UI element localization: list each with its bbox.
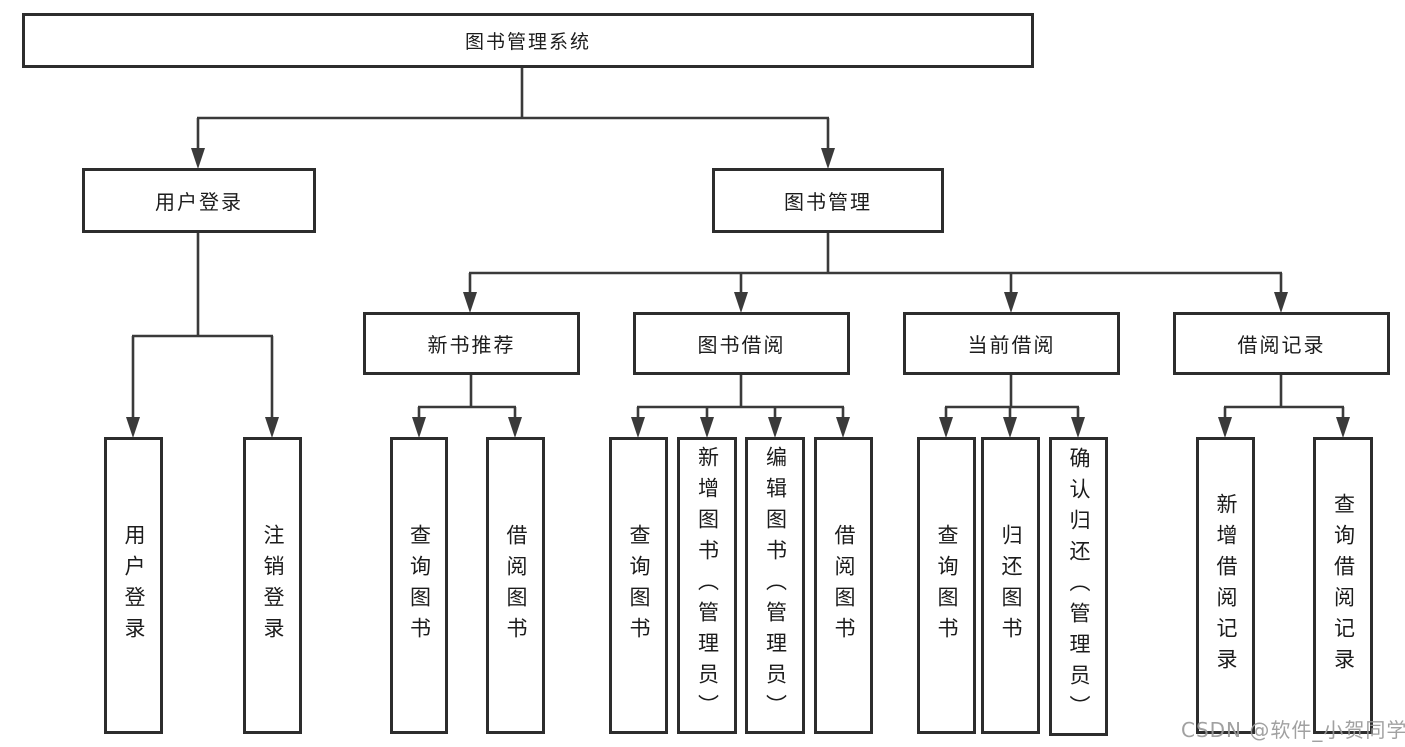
node-leaf-query-books-1: 查询图书 [390, 437, 448, 734]
node-leaf-user-login: 用户登录 [104, 437, 163, 734]
csdn-watermark: CSDN @软件_小贺同学 [1181, 718, 1405, 742]
node-label: 确认归还（管理员） [1067, 447, 1091, 726]
node-label: 新增图书（管理员） [695, 446, 720, 725]
node-label: 图书管理系统 [464, 31, 591, 53]
node-leaf-query-books-2: 查询图书 [609, 437, 668, 734]
node-leaf-query-books-3: 查询图书 [917, 437, 976, 734]
node-leaf-logout: 注销登录 [243, 437, 302, 734]
node-current-borrow: 当前借阅 [903, 312, 1120, 375]
node-book-management: 图书管理 [712, 168, 944, 233]
node-leaf-query-borrow-record: 查询借阅记录 [1313, 437, 1373, 734]
node-leaf-borrow-books-1: 借阅图书 [486, 437, 545, 734]
node-borrow-record: 借阅记录 [1173, 312, 1390, 375]
node-label: 借阅图书 [504, 523, 528, 648]
node-leaf-add-books-admin: 新增图书（管理员） [677, 437, 737, 734]
node-label: 用户登录 [122, 523, 146, 648]
node-library-system: 图书管理系统 [22, 13, 1034, 68]
node-label: 归还图书 [999, 523, 1023, 648]
node-label: 图书借阅 [697, 333, 786, 357]
node-label: 借阅图书 [832, 523, 856, 648]
node-label: 新书推荐 [427, 333, 516, 357]
node-leaf-return-books: 归还图书 [981, 437, 1040, 734]
node-leaf-add-borrow-record: 新增借阅记录 [1196, 437, 1255, 734]
node-label: 用户登录 [155, 190, 243, 214]
node-label: 借阅记录 [1237, 333, 1326, 357]
node-new-book-recommend: 新书推荐 [363, 312, 580, 375]
node-label: 图书管理 [784, 190, 872, 214]
node-label: 查询借阅记录 [1331, 492, 1356, 679]
node-label: 查询图书 [627, 523, 651, 648]
node-label: 查询图书 [407, 523, 432, 648]
node-label: 新增借阅记录 [1214, 492, 1238, 679]
arrowheads [126, 148, 1350, 438]
node-leaf-borrow-books-2: 借阅图书 [814, 437, 873, 734]
node-label: 当前借阅 [967, 333, 1056, 357]
node-leaf-edit-books-admin: 编辑图书（管理员） [745, 437, 805, 734]
node-label: 查询图书 [935, 523, 959, 648]
node-book-borrow: 图书借阅 [633, 312, 850, 375]
node-user-login: 用户登录 [82, 168, 316, 233]
node-leaf-confirm-return-admin: 确认归还（管理员） [1049, 437, 1108, 736]
node-label: 注销登录 [261, 523, 285, 648]
node-label: 编辑图书（管理员） [763, 446, 788, 725]
